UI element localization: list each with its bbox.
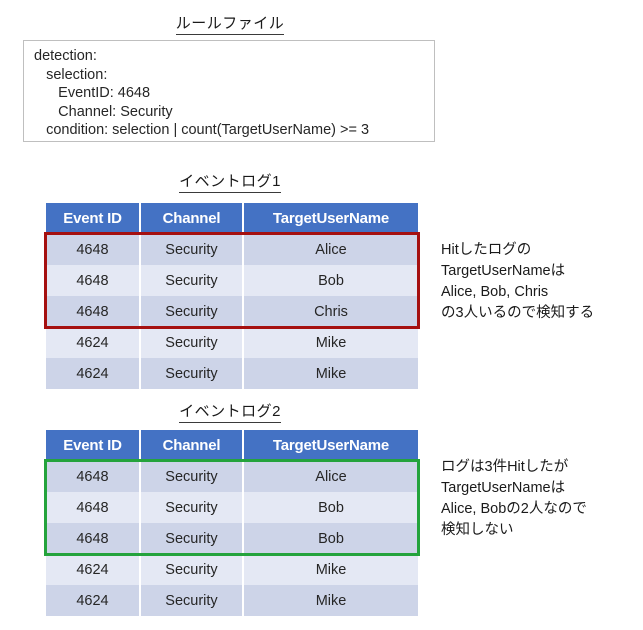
- cell-channel: Security: [139, 265, 244, 296]
- cell-channel: Security: [139, 492, 244, 523]
- cell-event-id: 4648: [46, 523, 141, 554]
- column-header-channel: Channel: [139, 203, 244, 234]
- cell-target-user-name: Alice: [242, 234, 418, 265]
- table-row: 4624 Security Mike: [46, 358, 418, 389]
- cell-event-id: 4624: [46, 585, 141, 616]
- annotation-log-2: ログは3件Hitしたが TargetUserNameは Alice, Bobの2…: [441, 459, 587, 538]
- rule-line-channel: Channel: Security: [34, 103, 173, 120]
- cell-target-user-name: Mike: [242, 554, 418, 585]
- cell-event-id: 4648: [46, 492, 141, 523]
- cell-channel: Security: [139, 554, 244, 585]
- cell-target-user-name: Bob: [242, 492, 418, 523]
- rule-line-eventid: EventID: 4648: [34, 85, 151, 101]
- column-header-event-id: Event ID: [46, 203, 141, 234]
- event-log-2-title: イベントログ2: [0, 400, 460, 423]
- table-header-row: Event ID Channel TargetUserName: [46, 430, 418, 461]
- annotation-log-1: Hitしたログの TargetUserNameは Alice, Bob, Chr…: [441, 242, 595, 321]
- cell-target-user-name: Bob: [242, 523, 418, 554]
- cell-event-id: 4624: [46, 358, 141, 389]
- event-log-1-title-text: イベントログ1: [179, 170, 281, 193]
- table-row: 4648 Security Chris: [46, 296, 418, 327]
- table-row: 4648 Security Bob: [46, 265, 418, 296]
- rule-line-condition: condition: selection | count(TargetUserN…: [34, 122, 370, 138]
- cell-channel: Security: [139, 461, 244, 492]
- column-header-target-user-name: TargetUserName: [242, 203, 418, 234]
- cell-channel: Security: [139, 234, 244, 265]
- table-header-row: Event ID Channel TargetUserName: [46, 203, 418, 234]
- event-log-2-title-text: イベントログ2: [179, 400, 281, 423]
- cell-channel: Security: [139, 358, 244, 389]
- rule-file-title: ルールファイル: [0, 12, 460, 35]
- column-header-channel: Channel: [139, 430, 244, 461]
- cell-target-user-name: Alice: [242, 461, 418, 492]
- cell-event-id: 4648: [46, 234, 141, 265]
- cell-target-user-name: Bob: [242, 265, 418, 296]
- cell-channel: Security: [139, 523, 244, 554]
- column-header-target-user-name: TargetUserName: [242, 430, 418, 461]
- rule-file-title-text: ルールファイル: [175, 12, 285, 35]
- cell-target-user-name: Mike: [242, 327, 418, 358]
- cell-channel: Security: [139, 327, 244, 358]
- table-row: 4624 Security Mike: [46, 585, 418, 616]
- cell-channel: Security: [139, 296, 244, 327]
- rule-line-selection: selection:: [34, 66, 108, 83]
- table-row: 4648 Security Bob: [46, 523, 418, 554]
- column-header-event-id: Event ID: [46, 430, 141, 461]
- cell-target-user-name: Chris: [242, 296, 418, 327]
- table-row: 4648 Security Alice: [46, 234, 418, 265]
- event-log-2-table: Event ID Channel TargetUserName 4648 Sec…: [46, 430, 418, 616]
- table-row: 4648 Security Alice: [46, 461, 418, 492]
- cell-event-id: 4648: [46, 461, 141, 492]
- cell-event-id: 4624: [46, 554, 141, 585]
- cell-event-id: 4624: [46, 327, 141, 358]
- cell-target-user-name: Mike: [242, 358, 418, 389]
- table-row: 4624 Security Mike: [46, 554, 418, 585]
- event-log-1-title: イベントログ1: [0, 170, 460, 193]
- cell-channel: Security: [139, 585, 244, 616]
- event-log-1-table: Event ID Channel TargetUserName 4648 Sec…: [46, 203, 418, 389]
- table-row: 4624 Security Mike: [46, 327, 418, 358]
- cell-target-user-name: Mike: [242, 585, 418, 616]
- cell-event-id: 4648: [46, 265, 141, 296]
- rule-file-box: detection: selection: EventID: 4648 Chan…: [23, 40, 435, 142]
- table-row: 4648 Security Bob: [46, 492, 418, 523]
- rule-line-detection: detection:: [34, 48, 97, 64]
- cell-event-id: 4648: [46, 296, 141, 327]
